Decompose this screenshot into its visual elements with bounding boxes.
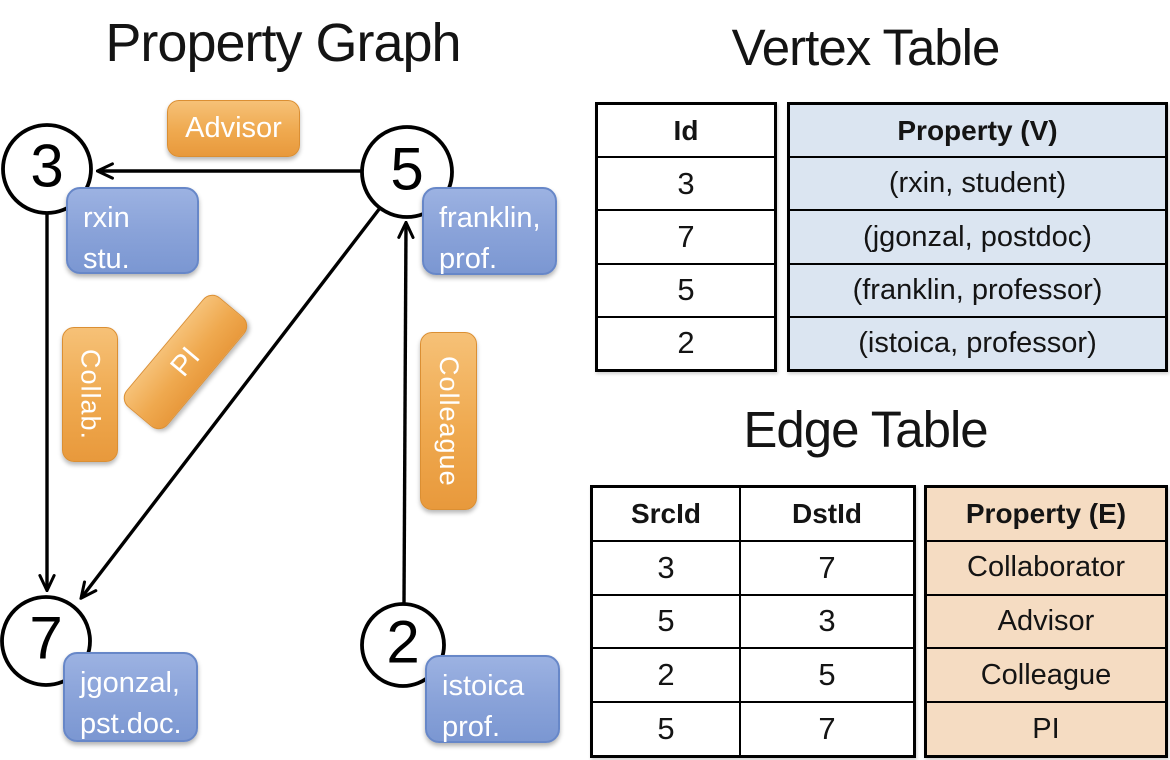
vertex-id-7: 7 — [29, 604, 63, 672]
edge-table-src-cell: 5 — [593, 703, 741, 755]
vertex-table-property-cell: (jgonzal, postdoc) — [863, 220, 1092, 253]
edge-table-src-cell: 2 — [593, 649, 741, 702]
edge-colleague-2-to-5 — [404, 224, 406, 604]
vertex-table-property-cell: (istoica, professor) — [858, 326, 1097, 359]
node-box-istoica-line1: istoica — [442, 670, 525, 702]
node-box-jgonzal-line2: pst.doc. — [80, 708, 182, 741]
node-box-istoica: istoica prof. — [425, 655, 560, 743]
edge-table-src-dst-columns: SrcId DstId 3 7 5 3 2 5 5 7 — [590, 485, 916, 758]
node-box-jgonzal-line1: jgonzal, — [80, 667, 180, 699]
vertex-id-3: 3 — [30, 132, 64, 200]
edge-label-collab-text: Collab. — [75, 348, 106, 441]
edge-table-dst-cell: 5 — [818, 657, 836, 693]
edge-table-srcid-header: SrcId — [593, 488, 741, 540]
edge-label-advisor: Advisor — [167, 100, 300, 157]
vertex-id-2: 2 — [386, 608, 420, 676]
edge-label-advisor-text: Advisor — [185, 112, 282, 144]
node-box-rxin-line1: rxin — [83, 202, 130, 234]
node-box-istoica-line2: prof. — [442, 711, 501, 744]
edge-label-colleague: Colleague — [420, 332, 477, 510]
vertex-table-id-cell: 7 — [677, 219, 695, 254]
edge-table-property-cell: Colleague — [980, 658, 1112, 691]
vertex-table-property-cell: (rxin, student) — [888, 167, 1067, 200]
node-box-franklin-line2: prof. — [439, 243, 498, 276]
edge-pi-5-to-7 — [82, 206, 382, 597]
edge-table-property-cell: PI — [1032, 712, 1060, 745]
graph-canvas — [0, 123, 454, 688]
vertex-id-5: 5 — [390, 135, 424, 203]
edge-table-property-cell: Advisor — [997, 604, 1095, 637]
vertex-table-title: Vertex Table — [731, 19, 1001, 76]
edge-label-colleague-text: Colleague — [434, 355, 464, 487]
edge-table-src-cell: 5 — [593, 595, 741, 648]
vertex-circle-2 — [360, 602, 446, 688]
edge-table-property-cell: Collaborator — [967, 551, 1125, 584]
edge-table-title: Edge Table — [743, 401, 988, 458]
edge-table-dst-cell: 7 — [818, 711, 836, 747]
vertex-table-property-column: Property (V) (rxin, student) (jgonzal, p… — [787, 102, 1168, 372]
vertex-table-id-cell: 5 — [677, 272, 695, 308]
edge-table-dstid-header: DstId — [792, 497, 862, 529]
node-box-rxin-line2: stu. — [83, 243, 130, 276]
edge-label-collab: Collab. — [62, 327, 118, 462]
property-graph-title: Property Graph — [105, 13, 461, 73]
node-box-franklin-line1: franklin, — [439, 202, 541, 234]
edge-table-dst-cell: 7 — [818, 549, 836, 585]
vertex-table-property-header: Property (V) — [897, 114, 1058, 146]
vertex-table-property-cell: (franklin, professor) — [852, 273, 1103, 306]
vertex-table-id-cell: 2 — [677, 325, 695, 361]
node-box-franklin: franklin, prof. — [422, 187, 557, 275]
edge-table-dst-cell: 3 — [818, 603, 836, 639]
edge-table-property-column: Property (E) Collaborator Advisor Collea… — [924, 485, 1168, 758]
edge-label-pi-text: PI — [164, 340, 207, 383]
node-box-rxin: rxin stu. — [66, 187, 199, 275]
node-box-jgonzal: jgonzal, pst.doc. — [63, 652, 198, 742]
vertex-table-id-header: Id — [673, 114, 699, 146]
vertex-table-id-column: Id 3 7 5 2 — [595, 102, 777, 372]
vertex-table-id-cell: 3 — [677, 165, 695, 201]
edge-table-property-header: Property (E) — [965, 497, 1127, 529]
edge-table-src-cell: 3 — [593, 541, 741, 594]
